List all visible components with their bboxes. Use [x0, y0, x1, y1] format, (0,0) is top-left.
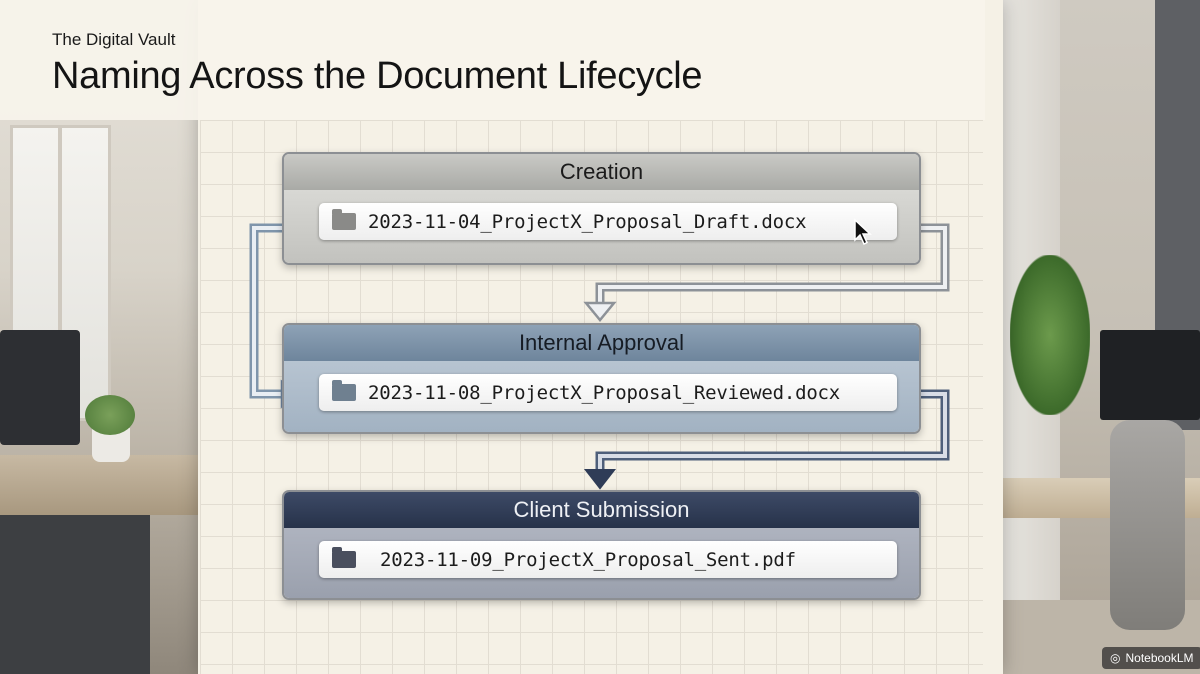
notebooklm-badge: ◎ NotebookLM — [1102, 647, 1200, 669]
background-plant — [85, 395, 135, 435]
background-monitor — [0, 330, 80, 445]
file-entry[interactable]: 2023-11-08_ProjectX_Proposal_Reviewed.do… — [319, 374, 897, 411]
background-plant-right — [1010, 255, 1090, 415]
slide-eyebrow: The Digital Vault — [52, 30, 176, 49]
background-chair — [1110, 420, 1185, 630]
folder-icon — [332, 209, 356, 230]
background-monitor-right — [1100, 330, 1200, 420]
stage-internal-approval: Internal Approval 2023-11-08_ProjectX_Pr… — [282, 323, 921, 434]
file-name: 2023-11-04_ProjectX_Proposal_Draft.docx — [368, 210, 807, 233]
stage-client-submission: Client Submission 2023-11-09_ProjectX_Pr… — [282, 490, 921, 600]
file-entry[interactable]: 2023-11-04_ProjectX_Proposal_Draft.docx — [319, 203, 897, 240]
background-desk — [0, 455, 215, 515]
stage-label: Creation — [284, 154, 919, 190]
file-entry[interactable]: 2023-11-09_ProjectX_Proposal_Sent.pdf — [319, 541, 897, 578]
notebooklm-logo-icon: ◎ — [1110, 651, 1121, 665]
stage-label: Client Submission — [284, 492, 919, 528]
mouse-pointer-icon — [854, 218, 872, 246]
background-cabinet — [0, 515, 150, 674]
badge-label: NotebookLM — [1125, 651, 1194, 665]
slide-title: Naming Across the Document Lifecycle — [52, 55, 703, 97]
title-band — [0, 0, 985, 120]
file-name: 2023-11-08_ProjectX_Proposal_Reviewed.do… — [368, 381, 841, 404]
folder-icon — [332, 380, 356, 401]
folder-icon — [332, 547, 356, 568]
stage-label: Internal Approval — [284, 325, 919, 361]
file-name: 2023-11-09_ProjectX_Proposal_Sent.pdf — [380, 548, 796, 571]
stage-creation: Creation 2023-11-04_ProjectX_Proposal_Dr… — [282, 152, 921, 265]
